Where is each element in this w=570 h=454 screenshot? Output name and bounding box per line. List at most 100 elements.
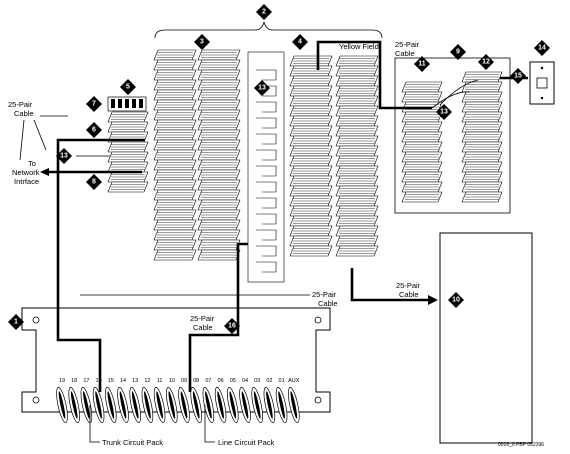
callout-16-badge [224, 318, 240, 334]
jumper-step [256, 197, 277, 209]
callout-3-badge [194, 34, 210, 50]
callout-13-badge [436, 104, 452, 120]
callout-1-badge [8, 314, 24, 330]
figure-id: 0016_0 PBP 052396 [498, 442, 544, 448]
callout-7-number: 7 [92, 101, 96, 108]
slot-pins [70, 391, 78, 419]
jumper-step [256, 261, 277, 273]
label-25pair-left-2: Cable [14, 109, 34, 118]
callout-15-number: 15 [514, 73, 522, 80]
carrier-hole-br [314, 396, 322, 404]
slot-label: 12 [144, 378, 150, 384]
carrier-hole-tl [32, 316, 40, 324]
jumper-step [256, 117, 277, 129]
cable-trunk-down [56, 332, 102, 392]
slot-pins [168, 391, 176, 419]
slot-label: AUX [288, 378, 300, 384]
callout-15-badge [510, 68, 526, 84]
slot-pins [95, 391, 102, 419]
slot-pins [131, 391, 139, 419]
top-brace [154, 21, 383, 39]
block-5-pins [111, 99, 143, 108]
label-line-circuit-pack: Line Circuit Pack [218, 438, 275, 447]
callout-13-number: 13 [258, 85, 266, 92]
callout-11-badge [414, 56, 430, 72]
callout-4-badge [292, 34, 308, 50]
cable-down-to-10 [350, 268, 430, 302]
callout-9-badge [450, 44, 466, 60]
adjunct-equipment-box [439, 232, 533, 444]
label-to-network-2: Network [12, 168, 40, 177]
slot-label: 14 [120, 378, 126, 384]
callout-14-number: 14 [538, 45, 546, 52]
cable-line [188, 242, 248, 392]
right-module-blocks [401, 71, 503, 203]
label-to-network-3: Intrface [14, 177, 39, 186]
slot-pins [156, 391, 163, 419]
label-25pair-down-1: 25-Pair [396, 281, 421, 290]
pointer-pair-cable-2 [33, 119, 47, 151]
slot-pins [180, 391, 188, 419]
thin-line-module-inner [431, 91, 471, 109]
slot-pins [107, 391, 115, 419]
callout-12-badge [478, 54, 494, 70]
slot-pins [290, 391, 298, 419]
wall-outlet-jack [536, 77, 548, 89]
outlet-screw-bottom [540, 96, 544, 100]
callout-4-number: 4 [298, 39, 302, 46]
slot-label: 19 [59, 378, 65, 384]
slot-pins [58, 391, 66, 419]
jumper-step [256, 165, 277, 177]
slot-pins [217, 391, 224, 419]
callout-5-badge [120, 79, 136, 95]
jumper-step [256, 69, 277, 81]
callout-7-badge [86, 96, 102, 112]
thin-line-module-inner-2 [439, 79, 479, 106]
pointer-line-pack [204, 405, 215, 443]
callout-3-number: 3 [200, 39, 204, 46]
carrier-hole-tr [314, 316, 322, 324]
slot-pins [205, 391, 212, 419]
jumper-step [256, 181, 277, 193]
callout-13-number: 13 [440, 109, 448, 116]
slot-pins [119, 391, 127, 419]
callout-12-number: 12 [482, 59, 490, 66]
label-25pair-left-1: 25-Pair [8, 100, 33, 109]
slot-pins [192, 391, 200, 419]
label-trunk-circuit-pack: Trunk Circuit Pack [102, 438, 163, 447]
callout-13-badge [254, 80, 270, 96]
callout-5-number: 5 [126, 84, 130, 91]
jumper-step [256, 245, 277, 257]
cable-yellow-field [316, 40, 432, 110]
outlet-screw-top [540, 66, 544, 70]
slot-label: 17 [83, 378, 89, 384]
callout-14-badge [534, 40, 550, 56]
callout-9-number: 9 [456, 49, 460, 56]
slot-pins [241, 391, 249, 419]
slot-label: 03 [254, 378, 260, 384]
slot-pins [266, 391, 273, 419]
arrow-to-10 [428, 295, 438, 305]
label-25pair-right-1: 25-Pair [395, 40, 420, 49]
callout-16-number: 16 [228, 323, 236, 330]
label-25pair-right-2: Cable [395, 49, 415, 58]
callout-13-number: 13 [60, 153, 68, 160]
jumper-step [256, 229, 277, 241]
slot-pins [144, 391, 151, 419]
slot-label: 02 [266, 378, 272, 384]
callout-2-number: 2 [262, 9, 266, 16]
slot-label: 18 [71, 378, 77, 384]
slot-label: 11 [157, 378, 163, 384]
slot-label: 04 [242, 378, 248, 384]
callout-1-number: 1 [14, 319, 18, 326]
callout-13-badge [56, 148, 72, 164]
slot-pins [278, 391, 285, 419]
callout-2-badge [256, 4, 272, 20]
arrow-to-network [40, 168, 49, 176]
label-25pair-mid-2: Cable [318, 299, 338, 308]
label-25pair-mid-1: 25-Pair [312, 290, 337, 299]
pointer-trunk-pack [89, 405, 100, 443]
